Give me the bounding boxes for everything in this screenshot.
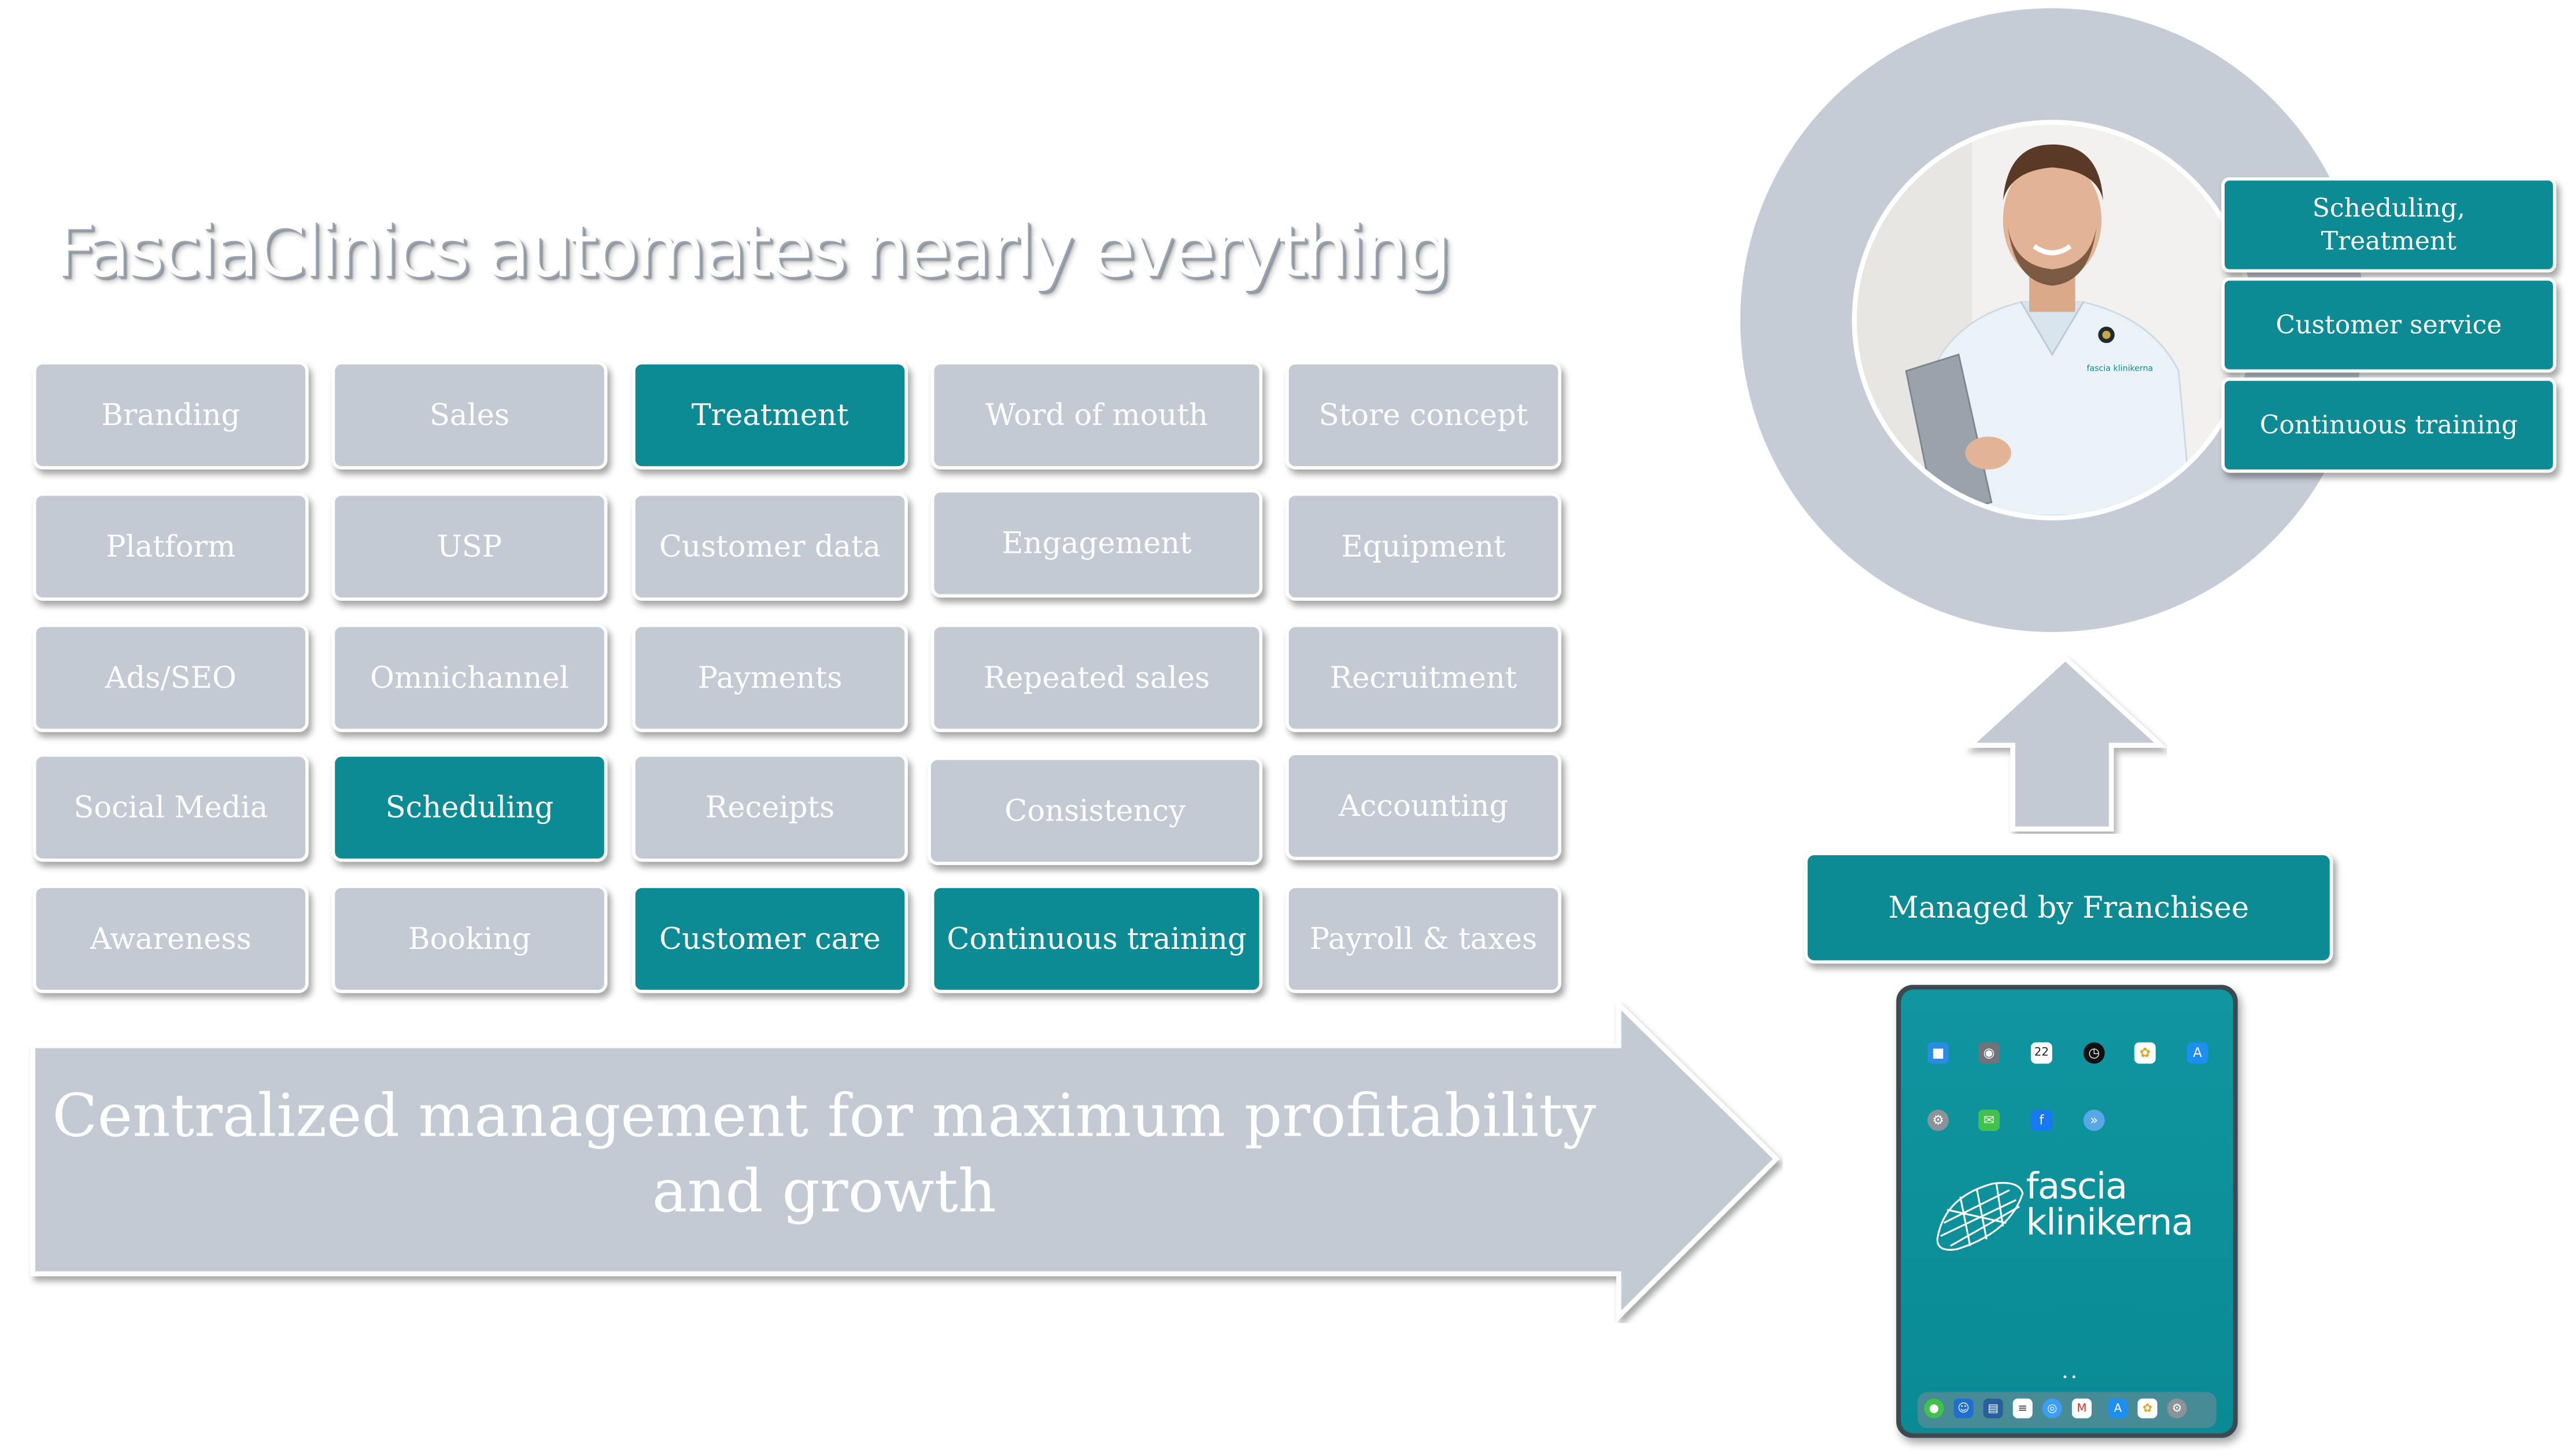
staff-photo: fascia klinikerna — [1852, 120, 2253, 520]
tablet-dock: ● ☺ ▤ ≡ ◎ M A ✿ ⚙ — [1918, 1392, 2217, 1428]
tile-label: Word of mouth — [985, 398, 1208, 433]
tile-label: Social Media — [73, 790, 268, 825]
tile-social-media: Social Media — [32, 753, 309, 862]
tile-customer-care: Customer care — [632, 885, 908, 993]
mail-dock-icon: ▤ — [1983, 1398, 2003, 1418]
fitness-dock-icon: ☺ — [1953, 1398, 1974, 1418]
tile-label: Store concept — [1318, 398, 1528, 433]
brand-line-1: fascia — [2026, 1167, 2127, 1209]
photos-dock-icon: ✿ — [2137, 1398, 2158, 1418]
managed-label: Managed by Franchisee — [1888, 890, 2249, 925]
tile-label: Awareness — [90, 921, 252, 956]
side-box-label: Scheduling, Treatment — [2312, 193, 2466, 256]
browser-app-icon: » — [2083, 1110, 2105, 1131]
tile-label: Payments — [697, 660, 843, 696]
tile-label: Sales — [429, 398, 510, 433]
tile-label: Consistency — [1004, 793, 1186, 829]
tile-treatment: Treatment — [632, 361, 908, 470]
tile-equipment: Equipment — [1286, 492, 1561, 601]
tile-sales: Sales — [331, 361, 608, 470]
tile-label: Scheduling — [385, 790, 554, 825]
photos-app-icon: ✿ — [2134, 1042, 2156, 1064]
fascia-logo-icon — [1936, 1182, 2024, 1251]
tile-receipts: Receipts — [632, 753, 908, 862]
appstore-dock-icon: A — [2108, 1398, 2128, 1418]
page-indicator: • • — [2062, 1372, 2077, 1384]
tile-usp: USP — [331, 492, 608, 601]
tile-label: Equipment — [1341, 529, 1506, 564]
tile-scheduling: Scheduling — [331, 753, 608, 862]
tile-store-concept: Store concept — [1286, 361, 1561, 470]
tile-label: Recruitment — [1329, 660, 1517, 696]
tablet-brand-text: fascia klinikerna — [2026, 1167, 2193, 1244]
facebook-app-icon: f — [2030, 1110, 2052, 1131]
tile-label: Engagement — [1002, 526, 1192, 561]
side-box-scheduling-treatment: Scheduling, Treatment — [2221, 177, 2557, 273]
clock-app-icon: ◷ — [2083, 1042, 2105, 1064]
tile-platform: Platform — [32, 492, 309, 601]
uniform-badge-text: fascia klinikerna — [2086, 364, 2153, 374]
tile-omnichannel: Omnichannel — [331, 623, 608, 733]
arrow-caption-line-1: Centralized management for maximum profi… — [52, 1083, 1597, 1151]
tile-label: Customer care — [659, 921, 881, 956]
tile-repeated-sales: Repeated sales — [930, 623, 1263, 733]
page-title: FasciaClinics automates nearly everythin… — [54, 210, 1451, 294]
app-store-icon: A — [2186, 1042, 2208, 1064]
notes-dock-icon: ≡ — [2012, 1398, 2033, 1418]
safari-dock-icon: ◎ — [2042, 1398, 2062, 1418]
side-box-label: Continuous training — [2259, 410, 2518, 440]
tile-word-of-mouth: Word of mouth — [930, 361, 1263, 470]
brand-line-2: klinikerna — [2026, 1203, 2193, 1244]
messages-app-icon: ✉ — [1978, 1110, 2000, 1131]
tile-label: Booking — [408, 921, 531, 956]
tile-label: Customer data — [659, 529, 881, 564]
managed-by-franchisee-box: Managed by Franchisee — [1804, 852, 2333, 964]
centralized-arrow-shape — [30, 1001, 1780, 1322]
calendar-app-icon: 22 — [2030, 1042, 2052, 1064]
tile-label: Payroll & taxes — [1309, 921, 1538, 956]
settings-dock-icon: ⚙ — [2167, 1398, 2187, 1418]
tile-awareness: Awareness — [32, 885, 309, 993]
camera-app-icon: ◉ — [1978, 1042, 2000, 1064]
tile-label: Platform — [106, 529, 236, 564]
tile-booking: Booking — [331, 885, 608, 993]
tile-continuous-training: Continuous training — [930, 885, 1263, 993]
tile-label: Continuous training — [947, 921, 1247, 956]
tile-customer-data: Customer data — [632, 492, 908, 601]
tile-consistency: Consistency — [928, 756, 1263, 866]
gmail-dock-icon: M — [2071, 1398, 2092, 1418]
up-arrow-shape — [1963, 655, 2167, 832]
messages-dock-icon: ● — [1924, 1398, 1944, 1418]
tile-payroll-taxes: Payroll & taxes — [1286, 885, 1561, 993]
arrow-caption-line-2: and growth — [652, 1159, 996, 1226]
tile-label: USP — [437, 529, 503, 564]
tile-label: Accounting — [1338, 789, 1509, 823]
calendar-day: 22 — [2034, 1045, 2049, 1059]
tile-label: Repeated sales — [983, 660, 1210, 696]
settings-app-icon: ⚙ — [1927, 1110, 1949, 1131]
side-box-continuous-training: Continuous training — [2221, 377, 2557, 473]
side-box-customer-service: Customer service — [2221, 277, 2557, 373]
tile-label: Ads/SEO — [105, 660, 237, 696]
tile-label: Omnichannel — [370, 660, 570, 696]
video-app-icon: ■ — [1927, 1042, 1949, 1064]
side-box-label: Customer service — [2276, 310, 2502, 340]
tile-label: Receipts — [705, 790, 835, 825]
tile-branding: Branding — [32, 361, 309, 470]
tablet-device: ■ ◉ 22 ◷ ✿ A ⚙ ✉ f » fascia klinikerna •… — [1896, 985, 2238, 1438]
tile-engagement: Engagement — [930, 489, 1263, 598]
tile-label: Branding — [101, 398, 241, 433]
tile-payments: Payments — [632, 623, 908, 733]
tile-label: Treatment — [691, 398, 849, 433]
arrow-caption: Centralized management for maximum profi… — [36, 1080, 1612, 1231]
tile-accounting: Accounting — [1286, 752, 1561, 860]
tile-recruitment: Recruitment — [1286, 623, 1561, 733]
tile-ads-seo: Ads/SEO — [32, 623, 309, 733]
